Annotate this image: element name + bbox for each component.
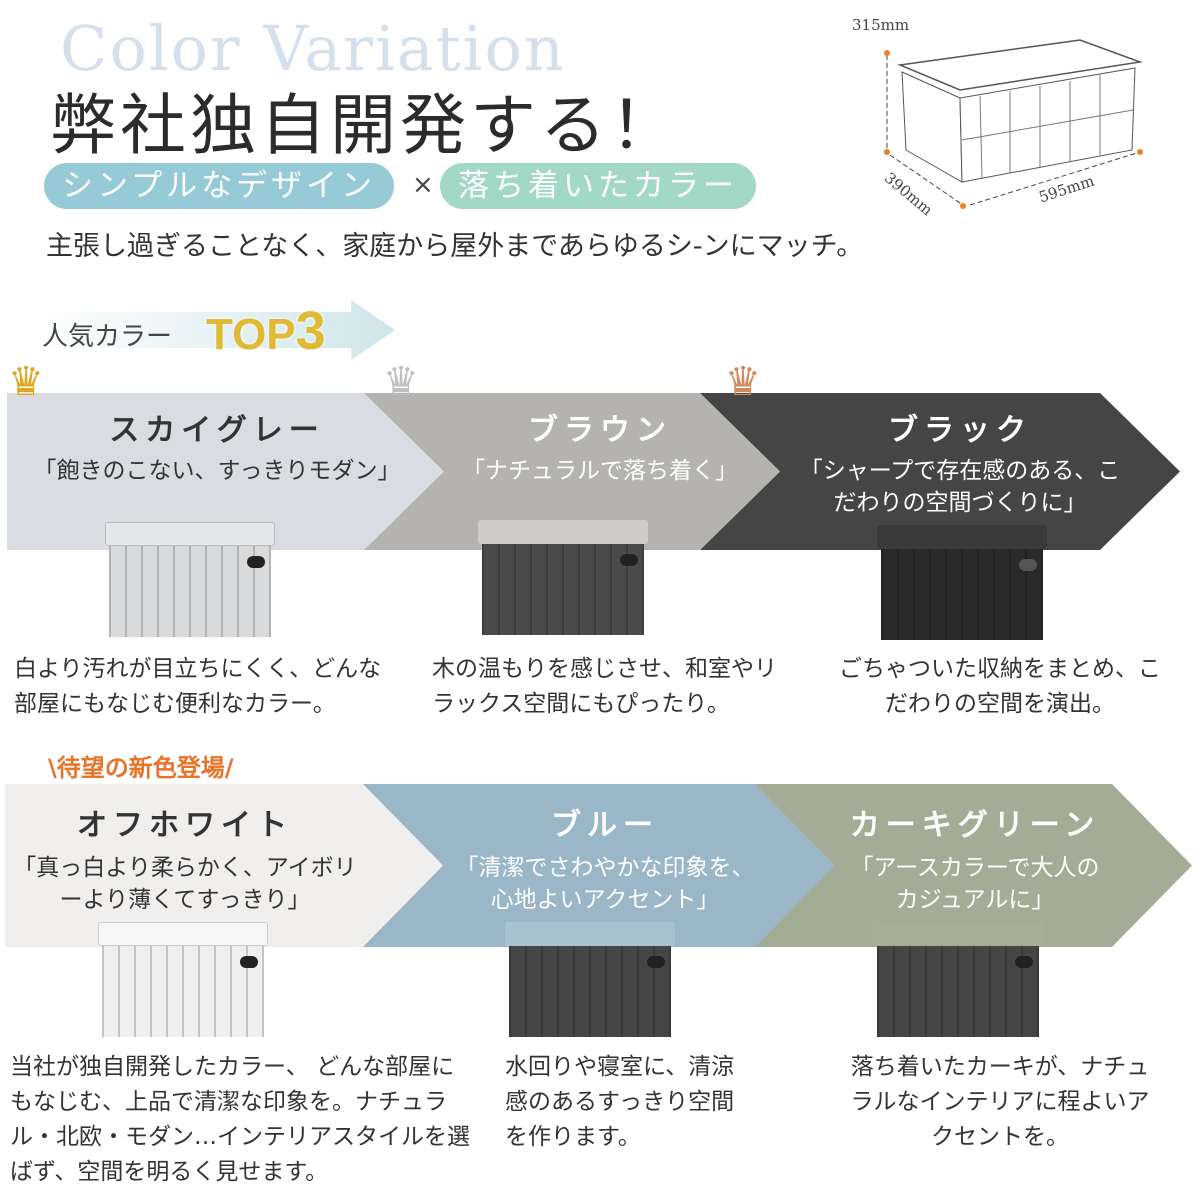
ranking-top3: TOP3 (206, 300, 326, 362)
product-image-brown (478, 520, 648, 635)
height-label: 315mm (852, 16, 910, 34)
crown-bronze-icon: ♛ (725, 359, 761, 405)
top-number: 3 (295, 301, 326, 361)
new-color-badge: \待望の新色登場/ (48, 754, 234, 782)
color-name: カーキグリーン (849, 808, 1101, 843)
color-quote: 「真っ白より柔らかく、アイボリーより薄くてすっきり」 (13, 855, 357, 913)
product-image-khaki (873, 922, 1043, 1037)
page-title: 弊社独自開発する！ (50, 87, 680, 164)
color-name: ブルー (551, 808, 659, 843)
simple-design-pill: シンプルなデザイン (44, 163, 395, 209)
ranking-label: 人気カラー (42, 322, 173, 352)
color-variation-heading: Color Variation (60, 12, 566, 85)
color-card-blue: ブルー 「清潔でさわやかな印象を、心地よいアクセント」 (450, 800, 760, 916)
color-desc: ごちゃついた収納をまとめ、こだわりの空間を演出。 (839, 656, 1161, 717)
color-desc: 当社が独自開発したカラー、 どんな部屋にもなじむ、上品で清潔な印象を。ナチュラル… (10, 1054, 470, 1185)
calm-color-pill: 落ち着いたカラー (440, 163, 756, 209)
color-card-brown: ブラウン 「ナチュラルで落ち着く」 (440, 405, 760, 487)
color-desc: 水回りや寝室に、清涼感のあるすっきり空間を作ります。 (505, 1054, 735, 1150)
color-desc: 白より汚れが目立ちにくく、どんな部屋にもなじむ便利なカラー。 (14, 656, 382, 717)
color-card-black: ブラック 「シャープで存在感のある、こだわりの空間づくりに」 (790, 405, 1130, 519)
color-name: ブラック (888, 413, 1032, 448)
color-name: ブラウン (528, 413, 672, 448)
color-quote: 「飽きのこない、すっきりモダン」 (33, 458, 401, 484)
color-card-offwhite: オフホワイト 「真っ白より柔らかく、アイボリーより薄くてすっきり」 (5, 800, 365, 916)
product-image-skygray (105, 522, 275, 637)
tagline: 主張し過ぎることなく、家庭から屋外まであらゆるシ-ンにマッチ。 (46, 231, 864, 262)
band-black (700, 393, 1180, 550)
color-card-khaki: カーキグリーン 「アースカラーで大人のカジュアルに」 (845, 800, 1105, 916)
product-image-offwhite (98, 922, 268, 1037)
top-text: TOP (206, 310, 296, 359)
color-desc: 落ち着いたカーキが、ナチュラルなインテリアに程よいアクセントを。 (850, 1054, 1150, 1150)
crown-gold-icon: ♛ (8, 359, 44, 405)
color-quote: 「清潔でさわやかな印象を、心地よいアクセント」 (455, 855, 755, 913)
crown-silver-icon: ♛ (383, 359, 419, 405)
color-desc: 木の温もりを感じさせ、和室やリラックス空間にもぴったり。 (432, 656, 777, 717)
color-quote: 「ナチュラルで落ち着く」 (462, 458, 738, 484)
color-card-skygray: スカイグレー 「飽きのこない、すっきりモダン」 (7, 405, 427, 487)
color-name: スカイグレー (109, 413, 325, 448)
band-offwhite (5, 784, 443, 947)
product-image-blue (505, 922, 675, 1037)
dimension-diagram: 315mm 390mm 595mm (850, 10, 1170, 220)
product-image-black (877, 525, 1047, 640)
color-quote: 「シャープで存在感のある、こだわりの空間づくりに」 (799, 458, 1121, 516)
color-quote: 「アースカラーで大人のカジュアルに」 (850, 855, 1100, 913)
box-outline-icon (884, 39, 1143, 209)
times-sign: × (412, 170, 434, 200)
color-name: オフホワイト (77, 808, 293, 843)
